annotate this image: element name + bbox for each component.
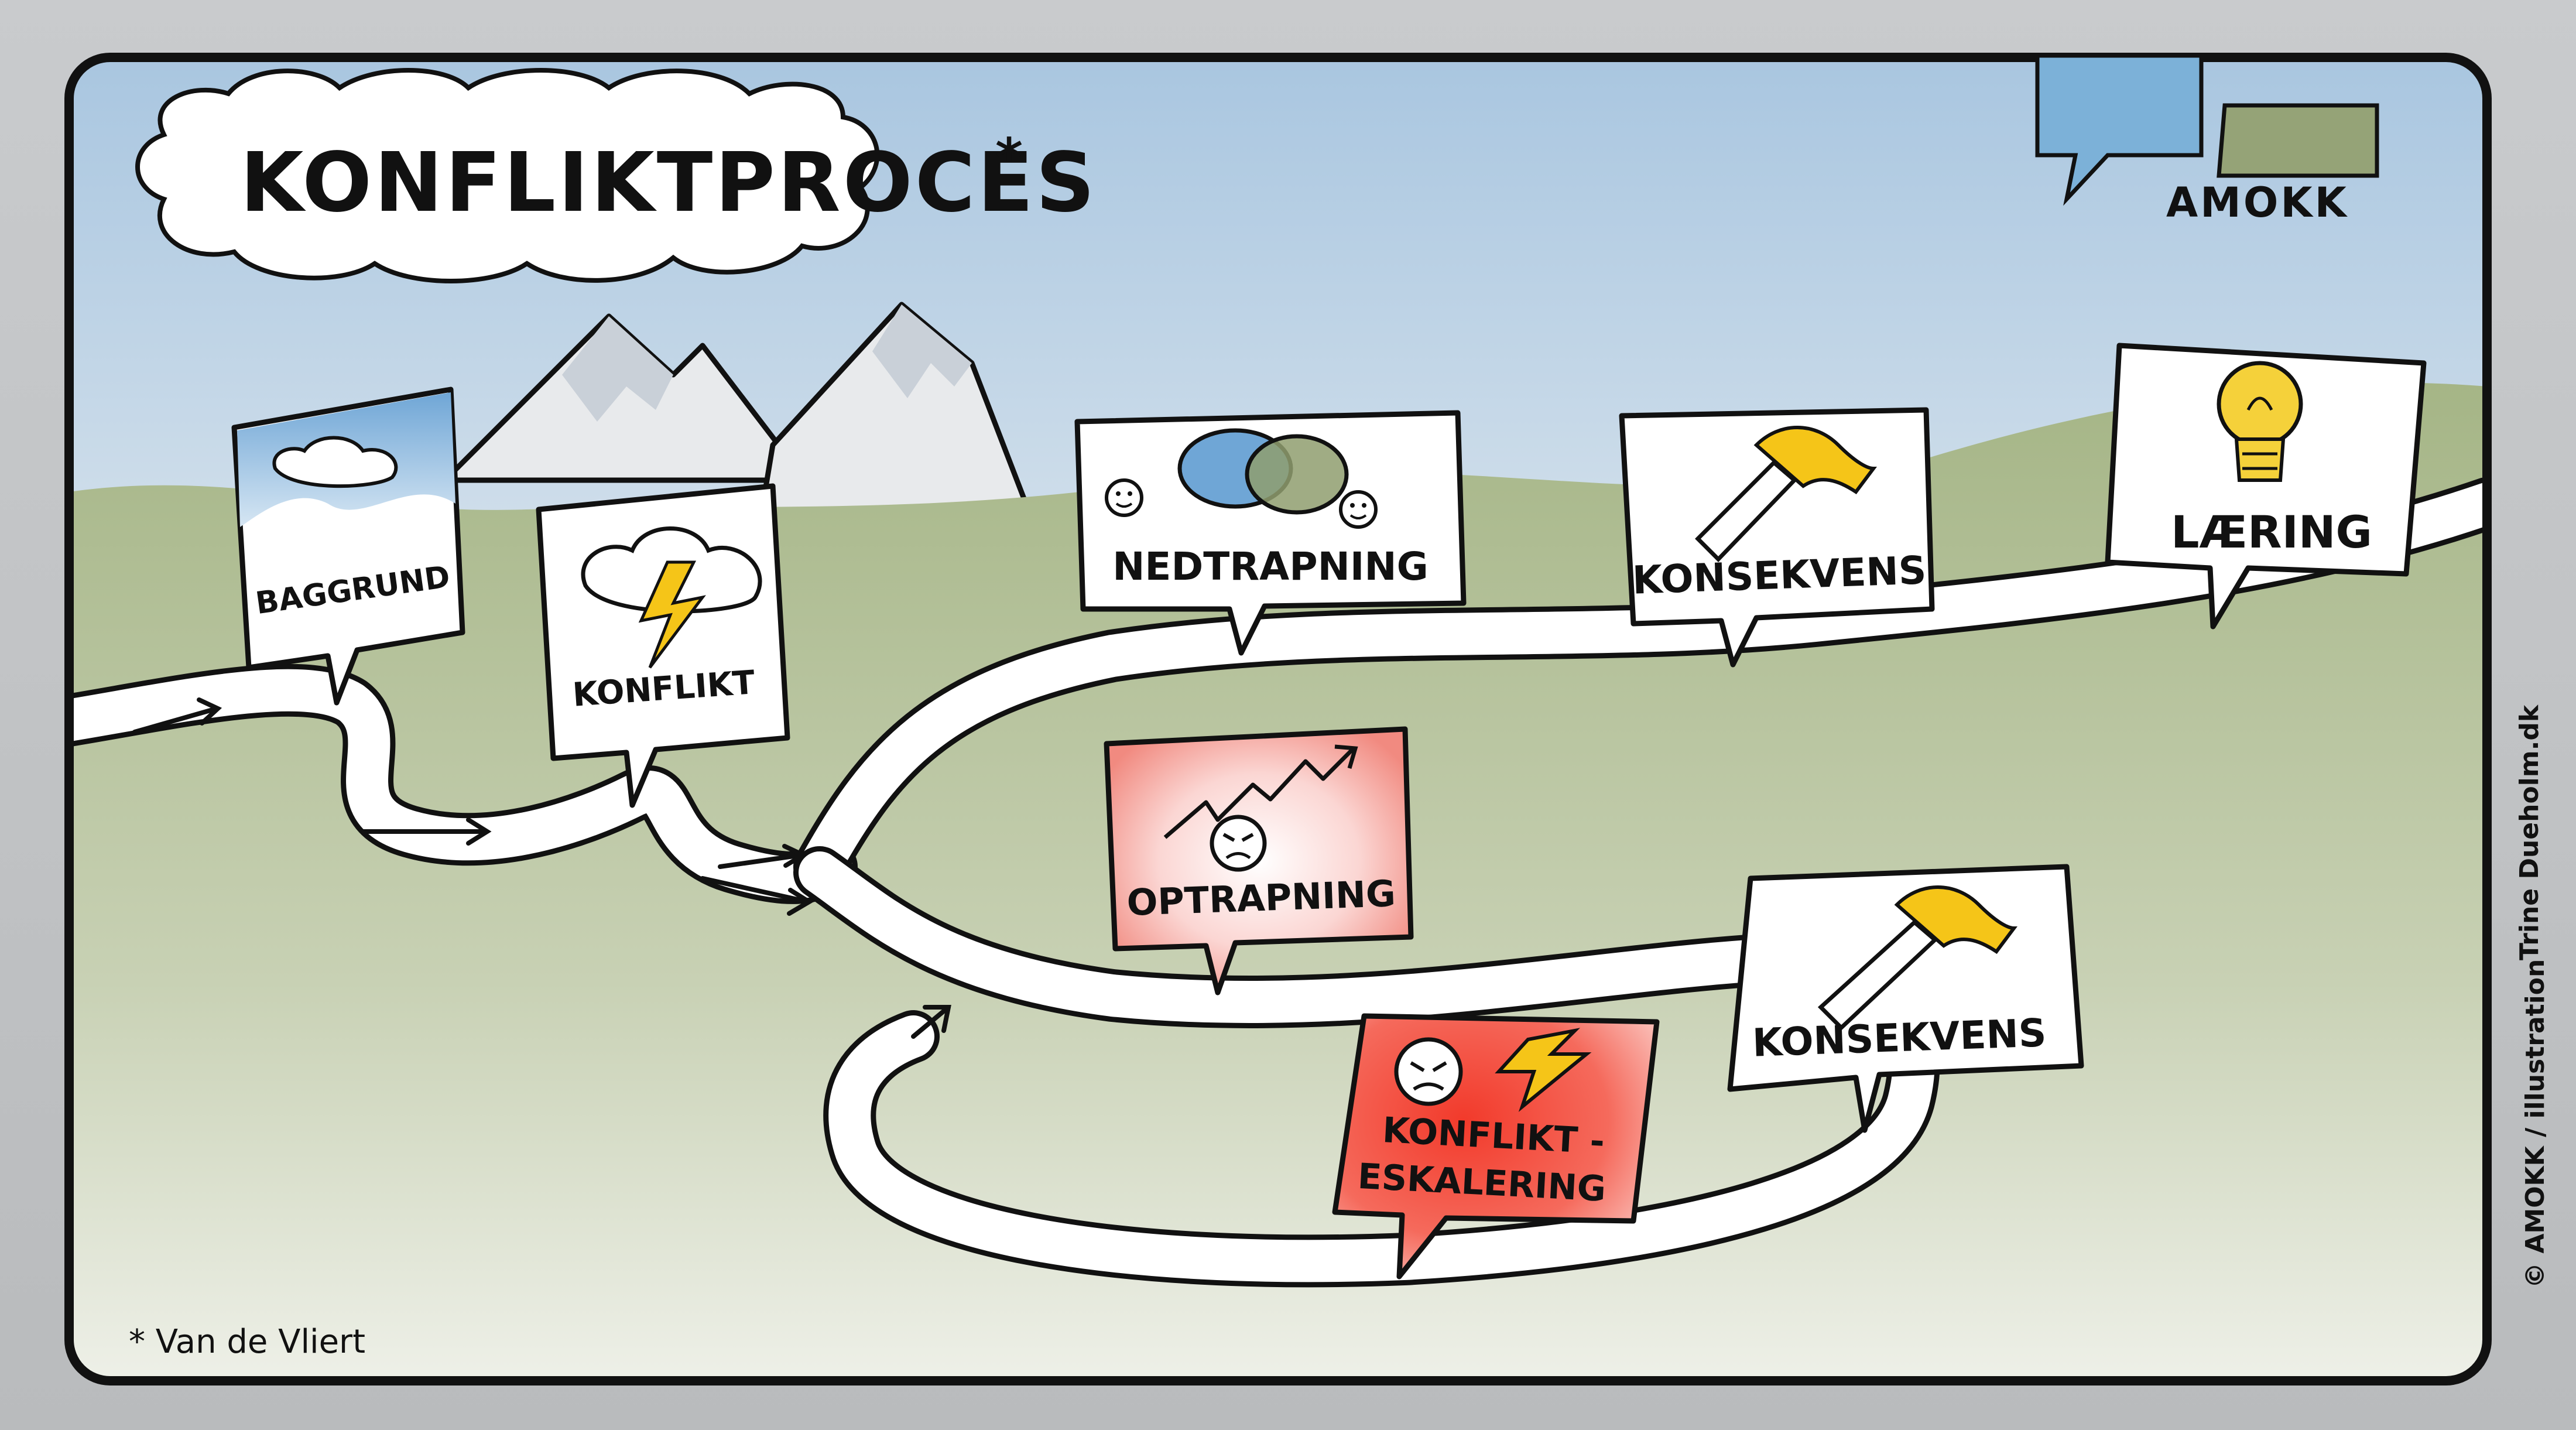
cloud-sky-icon [272, 436, 398, 488]
title-asterisk: * [995, 127, 1025, 189]
sign-label-konsekvens-lower: KONSEKVENS [1752, 1010, 2047, 1065]
hammer-icon [1695, 426, 1877, 562]
credit-line2: Trine Dueholm.dk [2515, 704, 2544, 960]
sign-konsekvens-lower: KONSEKVENS [1727, 864, 2084, 1133]
sign-label-nedtrapning: NEDTRAPNING [1112, 544, 1429, 589]
page-title: KONFLIKTPROCES [240, 135, 1097, 231]
logo-text: AMOKK [2166, 179, 2349, 227]
sign-label-konsekvens-upper: KONSEKVENS [1632, 548, 1927, 603]
sign-konflikt-eskalering: KONFLIKT - ESKALERING [1332, 1013, 1660, 1280]
road [69, 477, 2487, 1288]
credit-line1: © AMOKK / illustration [2520, 959, 2550, 1288]
angry-face-lightning-icon [1394, 1028, 1592, 1112]
frame-border [64, 53, 2492, 1385]
amokk-logo [2035, 53, 2379, 206]
light-bulb-icon [2217, 361, 2303, 482]
title-cloud [135, 68, 880, 283]
sign-label-optrapning: OPTRAPNING [1126, 872, 1396, 924]
sign-konsekvens-upper: KONSEKVENS [1619, 407, 1935, 668]
sign-nedtrapning: NEDTRAPNING [1074, 410, 1467, 656]
speech-bubbles-faces-icon [1105, 428, 1378, 529]
rising-arrow-angry-face-icon [1163, 744, 1358, 872]
sign-optrapning: OPTRAPNING [1104, 726, 1414, 995]
direction-arrows [132, 697, 951, 1039]
hammer-icon [1817, 885, 2017, 1031]
mountains [442, 302, 1033, 518]
sign-konflikt: KONFLIKT [536, 483, 790, 808]
sign-laering: LÆRING [2105, 343, 2427, 630]
storm-cloud-icon [581, 526, 762, 669]
sign-label-laering: LÆRING [2171, 506, 2372, 558]
footnote: * Van de Vliert [129, 1323, 365, 1361]
sign-baggrund: BAGGRUND [231, 386, 465, 706]
